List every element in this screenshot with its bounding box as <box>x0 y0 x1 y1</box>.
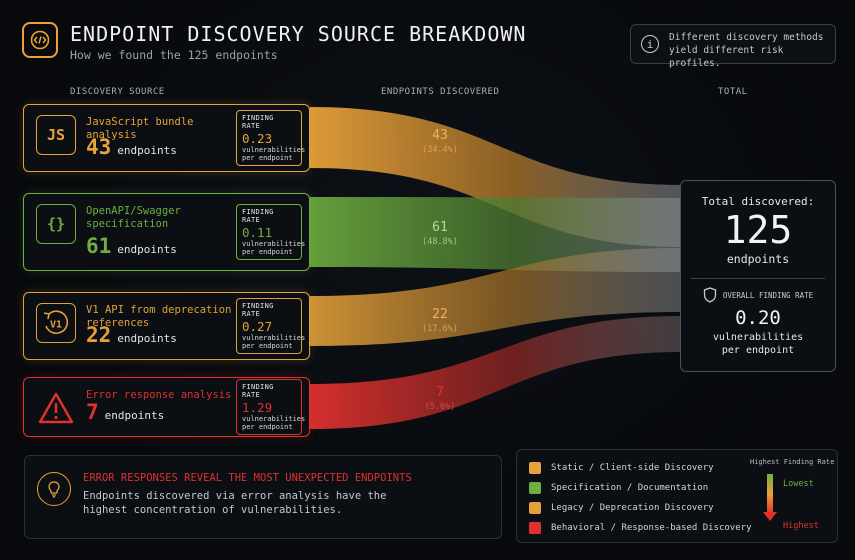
flow-percent: (48.8%) <box>422 237 458 247</box>
source-name: Error response analysis <box>86 389 232 401</box>
total-label: Total discovered: <box>701 195 815 208</box>
legend-swatch <box>529 482 541 494</box>
legend-item: Static / Client-side Discovery <box>529 462 714 474</box>
column-heading-total: TOTAL <box>718 87 748 97</box>
lightbulb-icon <box>37 472 71 506</box>
legend-label: Static / Client-side Discovery <box>551 463 714 473</box>
sankey-ribbon <box>310 316 682 429</box>
legend-label: Specification / Documentation <box>551 483 709 493</box>
finding-rate-value: 0.27 <box>242 319 273 334</box>
flow-percent: (17.6%) <box>422 324 458 334</box>
insight-callout: ERROR RESPONSES REVEAL THE MOST UNEXPECT… <box>24 455 502 539</box>
legend-item: Behavioral / Response-based Discovery <box>529 522 751 534</box>
insight-title: ERROR RESPONSES REVEAL THE MOST UNEXPECT… <box>83 472 412 484</box>
sankey-ribbon <box>310 197 682 272</box>
flow-value: 22 <box>432 307 448 322</box>
source-count-unit: endpoints <box>117 243 177 256</box>
page-title: ENDPOINT DISCOVERY SOURCE BREAKDOWN <box>70 22 527 46</box>
info-icon: i <box>641 35 659 53</box>
legend-label: Behavioral / Response-based Discovery <box>551 523 752 533</box>
source-count-unit: endpoints <box>117 144 177 157</box>
legend-swatch <box>529 462 541 474</box>
js-icon: JS <box>36 115 76 155</box>
finding-rate-unit: vulnerabilities per endpoint <box>242 415 306 431</box>
finding-rate-label: FINDING RATE <box>242 383 274 399</box>
overall-rate-value: 0.20 <box>735 307 781 329</box>
source-count: 22 endpoints <box>86 323 177 347</box>
finding-rate-value: 0.23 <box>242 131 273 146</box>
code-window-icon <box>22 22 58 58</box>
finding-rate-label: FINDING RATE <box>242 208 274 224</box>
source-count-value: 7 <box>86 400 99 424</box>
flow-percent: (5.6%) <box>424 402 456 412</box>
column-heading-discovered: ENDPOINTS DISCOVERED <box>381 87 500 97</box>
total-summary-card: Total discovered: 125 endpoints OVERALL … <box>680 180 836 372</box>
flow-percent: (34.4%) <box>422 145 458 155</box>
total-value: 125 <box>723 208 793 252</box>
source-name: OpenAPI/Swagger specification <box>86 205 181 230</box>
source-count-unit: endpoints <box>117 332 177 345</box>
overall-rate-label: OVERALL FINDING RATE <box>722 290 814 300</box>
curly-braces-icon: {} <box>36 204 76 244</box>
source-name: V1 API from deprecation references <box>86 304 232 329</box>
finding-rate-value: 0.11 <box>242 225 273 240</box>
legend-scale-title: Highest Finding Rate <box>750 458 835 466</box>
card-openapi-spec[interactable]: {} OpenAPI/Swagger specification 61 endpoin… <box>23 193 310 271</box>
shield-icon <box>703 287 716 303</box>
finding-rate-scale-bar <box>767 474 773 514</box>
info-note-text: Different discovery methods yield differ… <box>669 32 824 69</box>
finding-rate-unit: vulnerabilities per endpoint <box>242 240 306 256</box>
flow-value: 61 <box>432 220 448 235</box>
finding-rate-label: FINDING RATE <box>242 302 274 318</box>
sankey-ribbon <box>310 248 682 346</box>
legend-scale-low: Lowest <box>783 479 814 489</box>
source-count-value: 61 <box>86 234 112 258</box>
finding-rate-label: FINDING RATE <box>242 114 274 130</box>
v1-icon-text: V1 <box>50 320 62 331</box>
info-note: i Different discovery methods yield diff… <box>630 24 836 69</box>
page-subtitle: How we found the 125 endpoints <box>70 48 278 62</box>
flow-label: 22 (17.6%) <box>400 307 480 334</box>
source-count-unit: endpoints <box>104 409 165 422</box>
legend-item: Legacy / Deprecation Discovery <box>529 502 714 514</box>
finding-rate-unit: vulnerabilities per endpoint <box>242 334 306 350</box>
source-count: 43 endpoints <box>86 135 177 159</box>
source-count-value: 22 <box>86 323 112 347</box>
flow-label: 61 (48.8%) <box>400 220 480 247</box>
total-unit: endpoints <box>726 252 790 266</box>
legend-swatch <box>529 522 541 534</box>
flow-label: 43 (34.4%) <box>400 128 480 155</box>
overall-rate-unit: vulnerabilities per endpoint <box>712 332 804 356</box>
flow-label: 7 (5.6%) <box>400 385 480 412</box>
column-heading-source: DISCOVERY SOURCE <box>70 87 165 97</box>
v1-history-icon: V1 <box>36 303 76 343</box>
source-count: 7 endpoints <box>86 400 164 424</box>
finding-rate-unit: vulnerabilities per endpoint <box>242 146 306 162</box>
legend-scale-high: Highest <box>783 521 819 531</box>
warning-triangle-icon <box>36 388 76 428</box>
finding-rate-value: 1.29 <box>242 400 273 415</box>
flow-value: 7 <box>436 385 444 400</box>
legend-swatch <box>529 502 541 514</box>
legend-item: Specification / Documentation <box>529 482 708 494</box>
flow-value: 43 <box>432 128 448 143</box>
insight-body: Endpoints discovered via error analysis … <box>83 490 387 516</box>
legend-label: Legacy / Deprecation Discovery <box>551 503 714 513</box>
source-count: 61 endpoints <box>86 234 177 258</box>
source-count-value: 43 <box>86 135 112 159</box>
arrow-down-icon <box>763 512 777 521</box>
source-name: JavaScript bundle analysis <box>86 116 194 141</box>
